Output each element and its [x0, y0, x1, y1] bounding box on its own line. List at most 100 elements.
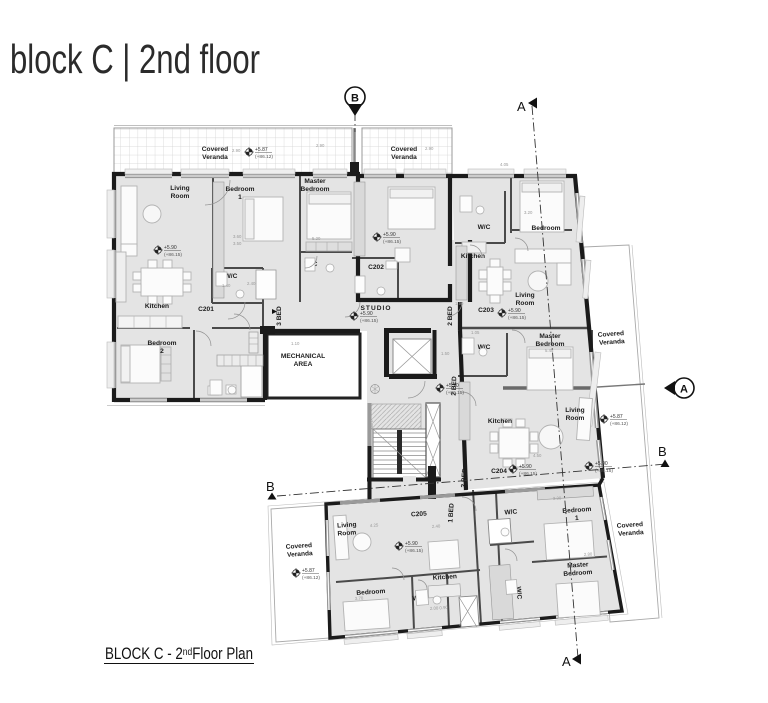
svg-text:Kitchen: Kitchen: [145, 303, 169, 310]
svg-text:+5.90: +5.90: [383, 232, 396, 238]
svg-text:(+86.12): (+86.12): [302, 575, 320, 581]
svg-text:2.90: 2.90: [232, 148, 241, 153]
svg-text:+5.90: +5.90: [595, 461, 608, 467]
svg-text:+5.87: +5.87: [610, 414, 623, 420]
svg-text:1.40: 1.40: [222, 283, 231, 288]
svg-text:Kitchen: Kitchen: [488, 418, 512, 425]
svg-text:Covered: Covered: [391, 146, 417, 153]
svg-text:Master: Master: [304, 178, 326, 185]
svg-text:(+86.15): (+86.15): [508, 315, 526, 321]
svg-text:3.20: 3.20: [524, 210, 533, 215]
svg-text:(+86.12): (+86.12): [255, 154, 273, 160]
svg-text:W/C: W/C: [478, 224, 491, 231]
svg-text:(+86.15): (+86.15): [360, 318, 378, 324]
svg-text:Living: Living: [515, 292, 534, 299]
svg-text:A: A: [562, 654, 571, 669]
svg-text:2.40: 2.40: [247, 281, 256, 286]
svg-text:BLOCK C - 2ndFloor Plan: BLOCK C - 2ndFloor Plan: [105, 645, 253, 663]
svg-text:(+86.15): (+86.15): [164, 252, 182, 258]
svg-text:Bedroom: Bedroom: [226, 186, 255, 193]
svg-text:C202: C202: [368, 264, 384, 271]
svg-text:Master: Master: [539, 333, 561, 340]
svg-text:Room: Room: [337, 529, 356, 537]
svg-text:Bedroom: Bedroom: [532, 225, 561, 232]
svg-text:W/C: W/C: [225, 273, 238, 280]
svg-text:3.50: 3.50: [233, 241, 242, 246]
svg-text:C201: C201: [198, 306, 214, 313]
svg-text:3.70: 3.70: [355, 595, 364, 601]
svg-text:Bedroom: Bedroom: [148, 340, 177, 347]
svg-text:Bedroom: Bedroom: [562, 506, 591, 515]
svg-text:STUDIO: STUDIO: [361, 305, 392, 312]
svg-text:5.45: 5.45: [545, 348, 554, 353]
svg-text:+5.90: +5.90: [519, 464, 532, 470]
svg-text:Room: Room: [516, 300, 535, 307]
svg-text:B: B: [351, 93, 359, 105]
svg-text:Veranda: Veranda: [287, 550, 313, 559]
svg-text:C204: C204: [491, 468, 507, 475]
svg-text:+5.87: +5.87: [255, 147, 268, 153]
svg-text:+5.90: +5.90: [360, 311, 373, 317]
svg-text:Covered: Covered: [616, 521, 643, 530]
svg-text:+5.90: +5.90: [508, 308, 521, 314]
svg-text:2.40: 2.40: [432, 523, 441, 529]
svg-text:Bedroom: Bedroom: [563, 569, 592, 578]
svg-text:3.60: 3.60: [233, 234, 242, 239]
svg-text:Veranda: Veranda: [599, 338, 625, 347]
svg-text:2.90: 2.90: [425, 146, 434, 151]
svg-text:(+86.12): (+86.12): [610, 421, 628, 427]
svg-text:W/C: W/C: [478, 344, 491, 351]
svg-text:(+86.15): (+86.15): [519, 471, 537, 477]
svg-text:Veranda: Veranda: [618, 529, 644, 538]
svg-text:1.05: 1.05: [471, 330, 480, 335]
svg-text:+5.90: +5.90: [164, 245, 177, 251]
svg-text:3 BED: 3 BED: [276, 306, 283, 326]
svg-text:Living: Living: [565, 407, 584, 414]
svg-text:1.50: 1.50: [441, 351, 450, 356]
svg-text:(+86.15): (+86.15): [595, 468, 613, 474]
svg-text:Covered: Covered: [285, 542, 312, 551]
svg-text:W/C: W/C: [515, 586, 523, 600]
svg-text:(+86.15): (+86.15): [383, 239, 401, 245]
svg-text:2.00 0.90: 2.00 0.90: [430, 605, 449, 611]
svg-text:Bedroom: Bedroom: [356, 588, 385, 597]
svg-text:(+86.15): (+86.15): [405, 548, 423, 554]
svg-text:1.20: 1.20: [369, 420, 374, 429]
svg-text:Master: Master: [567, 561, 589, 569]
svg-text:B: B: [266, 479, 275, 494]
svg-text:Bedroom: Bedroom: [301, 186, 330, 193]
svg-text:block C | 2nd floor: block C | 2nd floor: [10, 36, 260, 82]
svg-text:4.05: 4.05: [500, 162, 509, 167]
svg-text:A: A: [680, 384, 688, 396]
svg-text:2: 2: [160, 348, 164, 355]
svg-text:4.50: 4.50: [533, 453, 542, 458]
svg-text:+5.90: +5.90: [405, 541, 418, 547]
svg-text:Room: Room: [171, 193, 190, 200]
svg-text:MECHANICAL: MECHANICAL: [281, 353, 325, 360]
svg-text:Covered: Covered: [597, 330, 624, 339]
svg-text:4.25: 4.25: [370, 522, 379, 528]
svg-text:Bedroom: Bedroom: [536, 341, 565, 348]
svg-text:3.30: 3.30: [553, 495, 562, 501]
svg-text:1: 1: [575, 515, 579, 522]
svg-text:+5.87: +5.87: [302, 568, 315, 574]
svg-text:1.90: 1.90: [455, 301, 464, 306]
svg-text:A: A: [517, 99, 526, 114]
svg-text:(+86.15): (+86.15): [446, 390, 464, 396]
svg-text:C203: C203: [478, 307, 494, 314]
svg-text:1: 1: [238, 194, 242, 201]
svg-text:Kitchen: Kitchen: [433, 573, 458, 582]
svg-text:C205: C205: [411, 510, 428, 518]
svg-text:Veranda: Veranda: [391, 154, 417, 161]
svg-text:W/C: W/C: [504, 509, 518, 517]
svg-text:5.20: 5.20: [312, 236, 321, 241]
svg-text:Covered: Covered: [202, 146, 228, 153]
svg-text:1 BED: 1 BED: [447, 503, 455, 523]
svg-text:3.90: 3.90: [609, 339, 618, 345]
svg-text:B: B: [658, 444, 667, 459]
svg-text:Veranda: Veranda: [202, 154, 228, 161]
svg-text:2 BED: 2 BED: [460, 468, 468, 488]
svg-text:+5.90: +5.90: [446, 383, 459, 389]
svg-text:AREA: AREA: [294, 361, 313, 368]
svg-text:2.90: 2.90: [316, 143, 325, 148]
